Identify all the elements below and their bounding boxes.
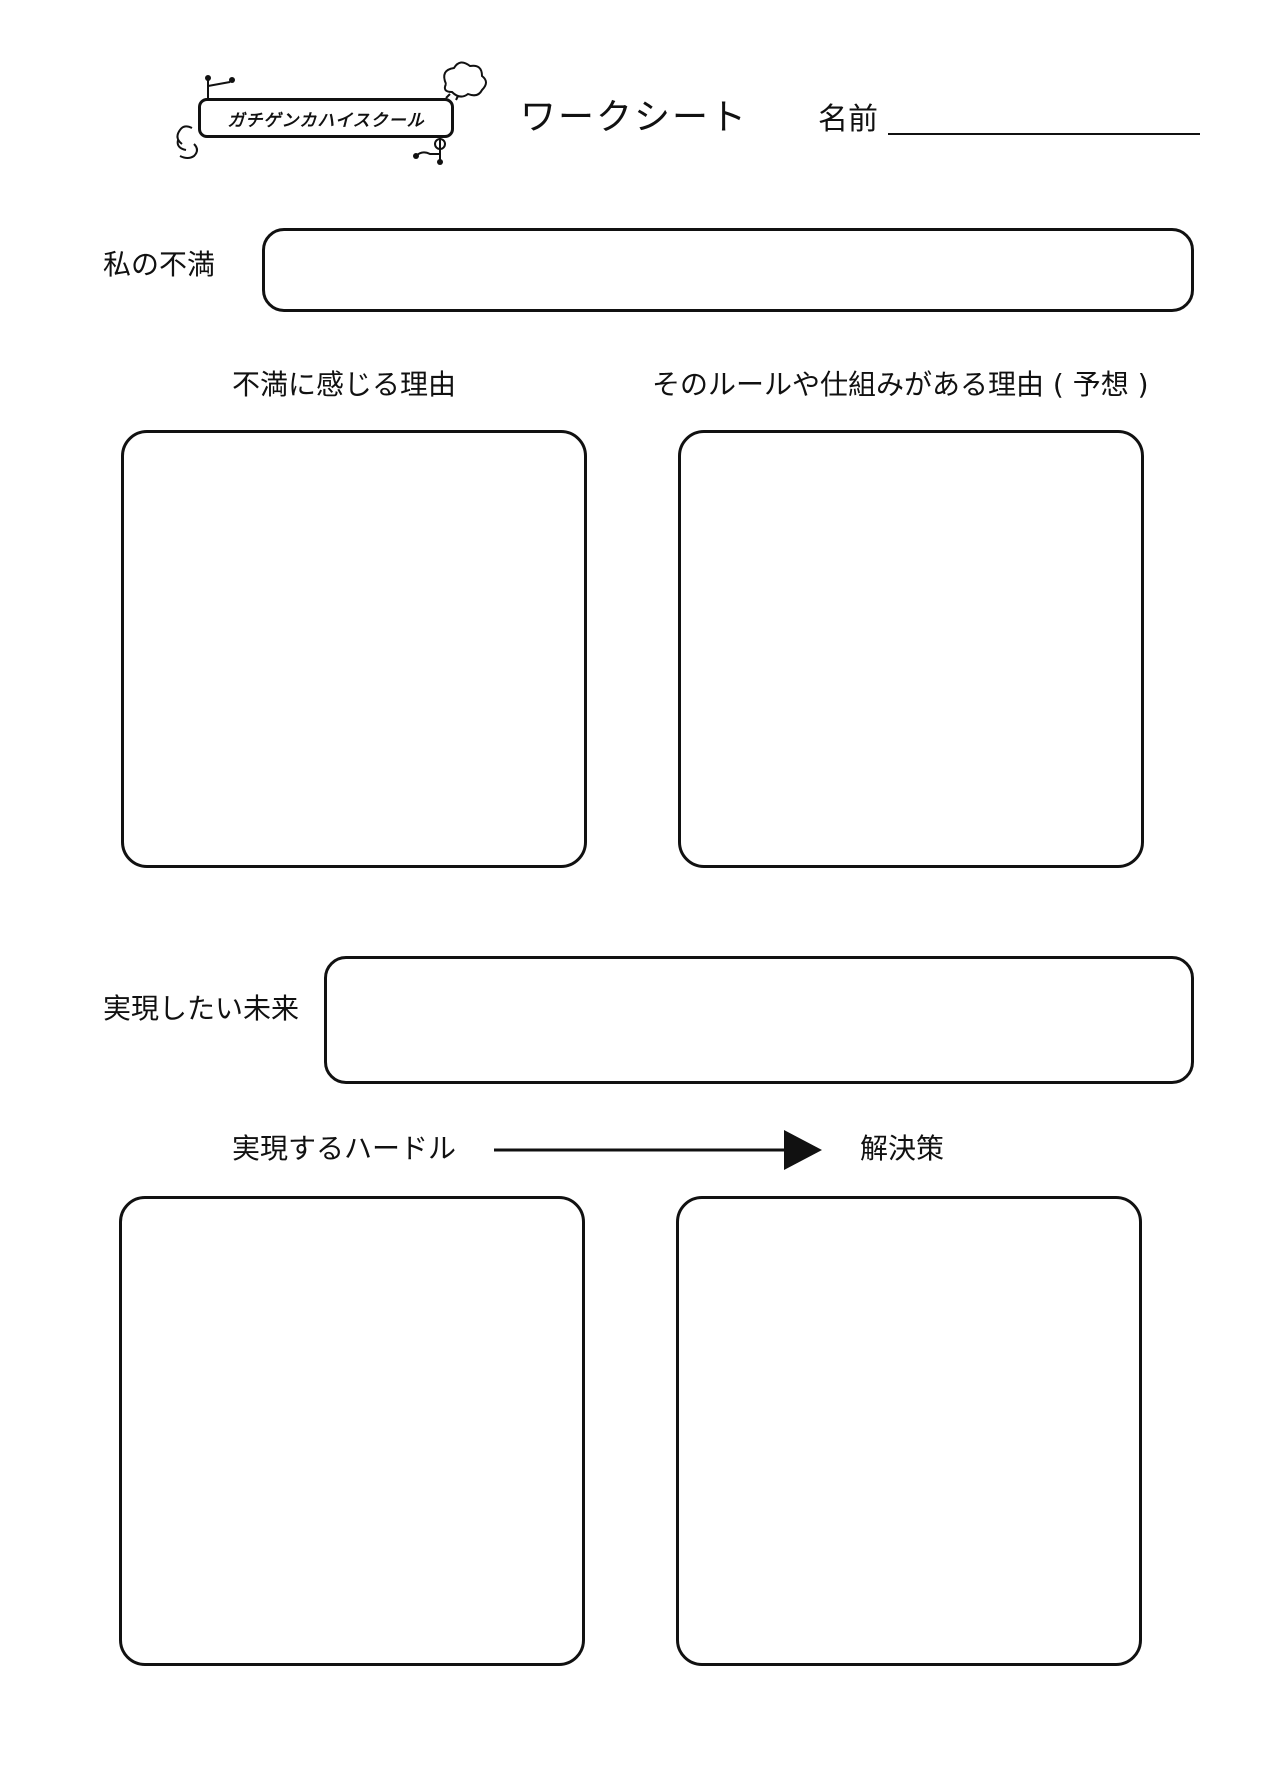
complaint-label: 私の不満 xyxy=(103,248,216,281)
rule-reason-label: そのルールや仕組みがある理由 ( 予想 ) xyxy=(652,368,1149,401)
name-label: 名前 xyxy=(818,102,878,137)
solution-label: 解決策 xyxy=(860,1132,945,1165)
name-input-line[interactable] xyxy=(888,133,1200,135)
reason-input-box[interactable] xyxy=(121,430,587,868)
future-input-box[interactable] xyxy=(324,956,1194,1084)
reason-label: 不満に感じる理由 xyxy=(232,368,457,401)
complaint-input-box[interactable] xyxy=(262,228,1194,312)
hurdle-input-box[interactable] xyxy=(119,1196,585,1666)
page-title: ワークシート xyxy=(520,97,749,138)
future-label: 実現したい未来 xyxy=(103,992,300,1025)
arrow-right-icon xyxy=(492,1128,824,1172)
name-field-group: 名前 xyxy=(818,102,1200,138)
hurdle-label: 実現するハードル xyxy=(232,1132,457,1165)
solution-input-box[interactable] xyxy=(676,1196,1142,1666)
rule-reason-input-box[interactable] xyxy=(678,430,1144,868)
school-logo: ガチゲンカハイスクール xyxy=(150,60,490,170)
logo-text: ガチゲンカハイスクール xyxy=(198,98,454,138)
logo-decoration-icon xyxy=(176,61,487,165)
